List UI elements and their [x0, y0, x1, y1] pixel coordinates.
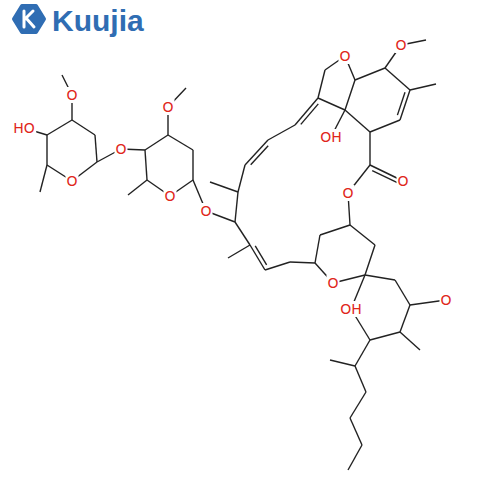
bond-line: [320, 225, 350, 235]
bond-line: [235, 222, 250, 245]
bond-line: [238, 165, 245, 192]
double-bond-line: [397, 92, 405, 115]
atom-label: O: [114, 141, 127, 157]
bond-line: [330, 360, 355, 366]
atom-label: O: [65, 173, 78, 189]
bond-line: [268, 125, 295, 140]
bond-line: [290, 262, 315, 263]
double-bond-line: [372, 171, 397, 183]
bond-line: [315, 235, 320, 263]
bond-line: [72, 120, 95, 135]
double-bond-line: [301, 104, 318, 125]
bond-line: [369, 132, 370, 165]
bond-line: [370, 332, 400, 340]
atom-label: O: [338, 48, 351, 64]
logo-icon: [14, 6, 44, 32]
bond-line: [46, 135, 47, 165]
atom-label: O: [326, 275, 339, 291]
bond-line: [355, 366, 366, 392]
atom-label: O: [65, 87, 78, 103]
bond-line: [365, 275, 395, 280]
atom-label: O: [341, 185, 354, 201]
bond-line: [47, 120, 72, 135]
bonds: [24, 40, 446, 470]
atom-label: O: [396, 173, 409, 189]
bond-line: [145, 150, 147, 180]
bond-line: [350, 418, 362, 445]
bond-line: [265, 262, 290, 270]
double-bond-line: [251, 146, 268, 165]
bond-line: [245, 140, 268, 165]
bond-line: [318, 98, 345, 110]
bond-line: [235, 192, 238, 222]
bond-line: [228, 245, 250, 258]
atom-label: OH: [319, 129, 343, 145]
bond-line: [145, 135, 168, 150]
bond-line: [128, 180, 147, 195]
bond-line: [395, 280, 410, 305]
bond-line: [355, 340, 370, 366]
atom-label: OH: [339, 301, 363, 317]
bond-line: [355, 68, 385, 80]
bond-line: [410, 84, 436, 90]
bond-line: [95, 135, 97, 162]
brand-logo: Kuujia: [52, 6, 144, 36]
atom-label: O: [394, 37, 407, 53]
bond-line: [345, 80, 355, 110]
bond-line: [210, 182, 238, 192]
atom-label: O: [161, 99, 174, 115]
bond-line: [192, 150, 193, 180]
atom-label: O: [163, 188, 176, 204]
bond-line: [350, 392, 366, 418]
bond-line: [348, 445, 362, 470]
bond-line: [318, 70, 325, 98]
double-bond-line: [255, 246, 266, 265]
bond-line: [365, 245, 375, 275]
atom-label: O: [199, 203, 212, 219]
bond-line: [400, 332, 420, 350]
bond-line: [295, 98, 318, 125]
atom-label: O: [439, 292, 452, 308]
bond-line: [400, 305, 410, 332]
bond-line: [168, 135, 193, 150]
bond-line: [385, 68, 410, 90]
bond-line: [350, 225, 375, 245]
bond-line: [345, 110, 370, 132]
atom-label: HO: [12, 120, 36, 136]
bond-line: [40, 165, 47, 192]
bond-line: [370, 120, 400, 132]
